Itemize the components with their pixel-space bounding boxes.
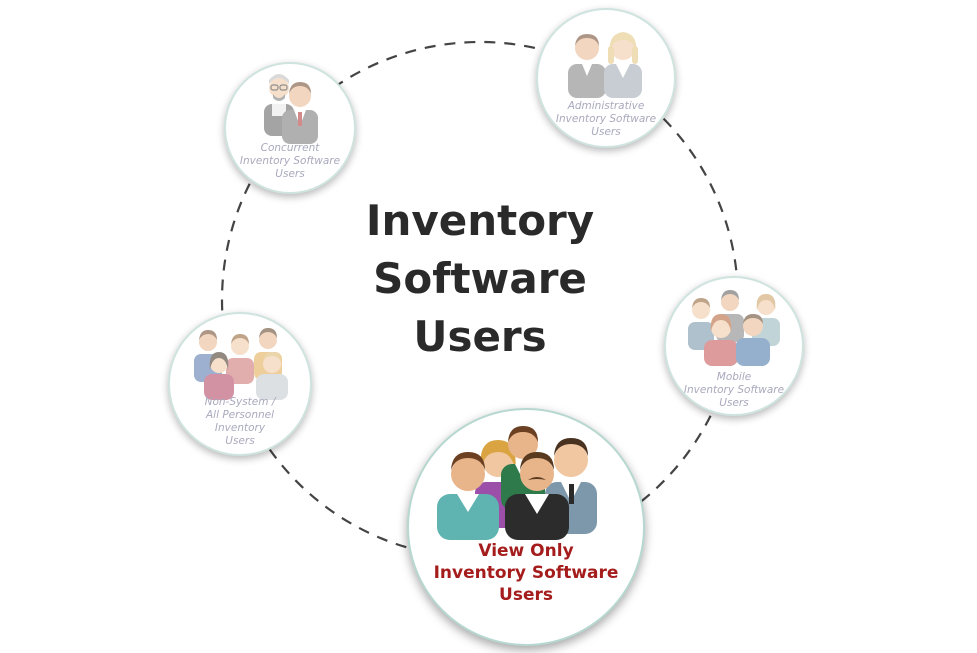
node-view-only-users[interactable]: View Only Inventory Software Users (407, 408, 645, 646)
title-line-1: Inventory (365, 196, 595, 245)
diagram-title: Inventory Software Users (300, 192, 660, 366)
node-label: Administrative Inventory Software Users (555, 100, 657, 138)
node-mobile-users[interactable]: Mobile Inventory Software Users (664, 276, 804, 416)
node-administrative-users[interactable]: Administrative Inventory Software Users (536, 8, 676, 148)
node-label: Concurrent Inventory Software Users (239, 142, 341, 180)
node-label: Non-System / All Personnel Inventory Use… (204, 396, 276, 447)
title-line-2: Software (373, 254, 587, 303)
user-group-icon (688, 290, 780, 366)
title-line-3: Users (413, 312, 547, 361)
user-group-icon (194, 328, 288, 400)
node-label: Mobile Inventory Software Users (683, 371, 785, 409)
user-group-icon (437, 426, 597, 540)
user-group-icon (264, 74, 318, 144)
node-label: View Only Inventory Software Users (433, 541, 619, 605)
node-non-system-users[interactable]: Non-System / All Personnel Inventory Use… (168, 312, 312, 456)
user-group-icon (568, 32, 642, 98)
node-concurrent-users[interactable]: Concurrent Inventory Software Users (224, 62, 356, 194)
